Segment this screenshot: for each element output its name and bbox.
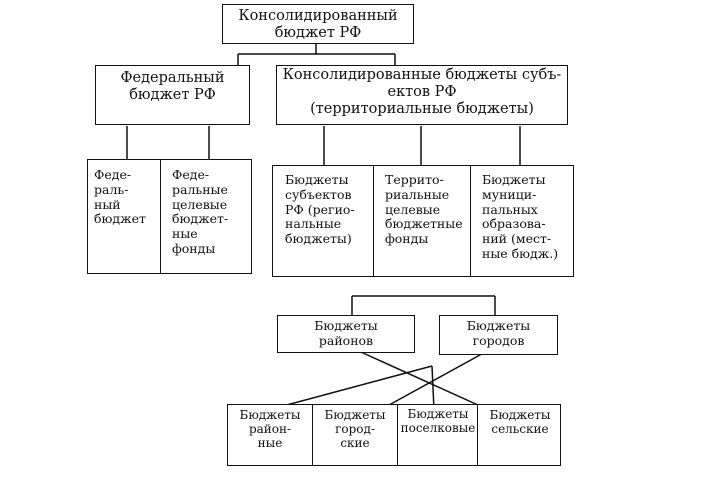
regional-consolidated-box: Консолидированные бюджеты субъ- ектов РФ… [276,65,568,125]
connector-line [379,349,490,411]
cell-divider [312,405,313,465]
settlement-budgets-label: Бюджеты поселковые [400,407,476,436]
district-towns-label: Бюджеты район- ные [239,408,301,451]
cell-divider [397,405,398,465]
federal-budget-child-label: Феде- раль- ный бюджет [94,167,146,227]
cities-budgets-label: Бюджеты городов [466,318,531,348]
federal-budget-label: Федеральный бюджет РФ [120,70,225,104]
local-children-box: Бюджеты район- ные Бюджеты город- ские Б… [227,404,561,466]
city-budgets-label: Бюджеты город- ские [324,408,386,451]
cities-budgets-box: Бюджеты городов [439,315,558,355]
districts-budgets-box: Бюджеты районов [277,315,415,353]
cell-divider [477,405,478,465]
connector-line [267,365,433,411]
districts-budgets-label: Бюджеты районов [314,318,378,348]
cell-divider [470,166,471,276]
cell-divider [373,166,374,276]
rural-budgets-label: Бюджеты сельские [489,408,551,437]
root-label: Консолидированный бюджет РФ [238,8,398,42]
federal-funds-label: Феде- ральные целевые бюджет- ные фонды [172,167,229,256]
federal-children-box: Феде- раль- ный бюджет Феде- ральные цел… [87,159,252,274]
subjects-budgets-label: Бюджеты субъектов РФ (регио- нальные бюд… [285,172,355,246]
regional-consolidated-label: Консолидированные бюджеты субъ- ектов РФ… [282,67,562,118]
federal-budget-box: Федеральный бюджет РФ [95,65,250,125]
regional-children-box: Бюджеты субъектов РФ (регио- нальные бюд… [272,165,574,277]
root-box: Консолидированный бюджет РФ [222,4,414,44]
municipal-budgets-label: Бюджеты муници- пальных образова- ний (м… [482,172,559,261]
connector-line [431,365,435,411]
connector-line [351,347,490,411]
territorial-funds-label: Террито- риальные целевые бюджетные фонд… [385,172,463,246]
cell-divider [160,160,161,273]
